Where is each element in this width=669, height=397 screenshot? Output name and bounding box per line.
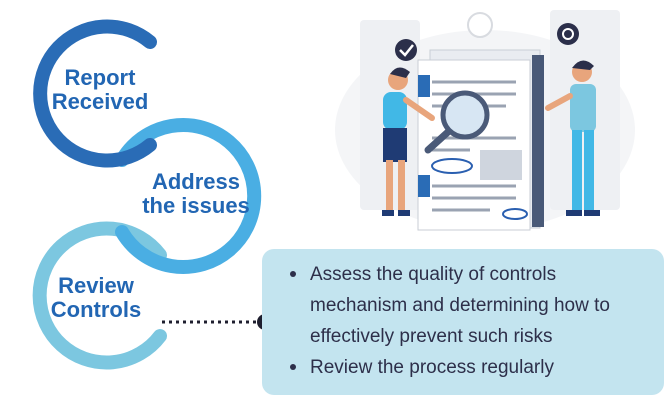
bullet-dot [290, 364, 296, 370]
bullet-item: Review the process regularly [290, 352, 654, 383]
callout-bullet-list: Assess the quality of controls mechanism… [290, 259, 654, 383]
document-review-illustration [335, 10, 635, 231]
bullet-item: Assess the quality of controls mechanism… [290, 259, 654, 352]
bullet-dot [290, 271, 296, 277]
step-label-review-controls: Review Controls [50, 273, 142, 322]
callout-box: Assess the quality of controls mechanism… [262, 249, 664, 395]
step-label-address-issues: Address the issues [142, 169, 250, 218]
step-label-report-received: Report Received [51, 65, 149, 114]
report-received-ring [33, 19, 157, 168]
check-circle-icon [395, 39, 417, 61]
coin-icon [557, 23, 579, 45]
address-issues-ring [115, 118, 262, 274]
